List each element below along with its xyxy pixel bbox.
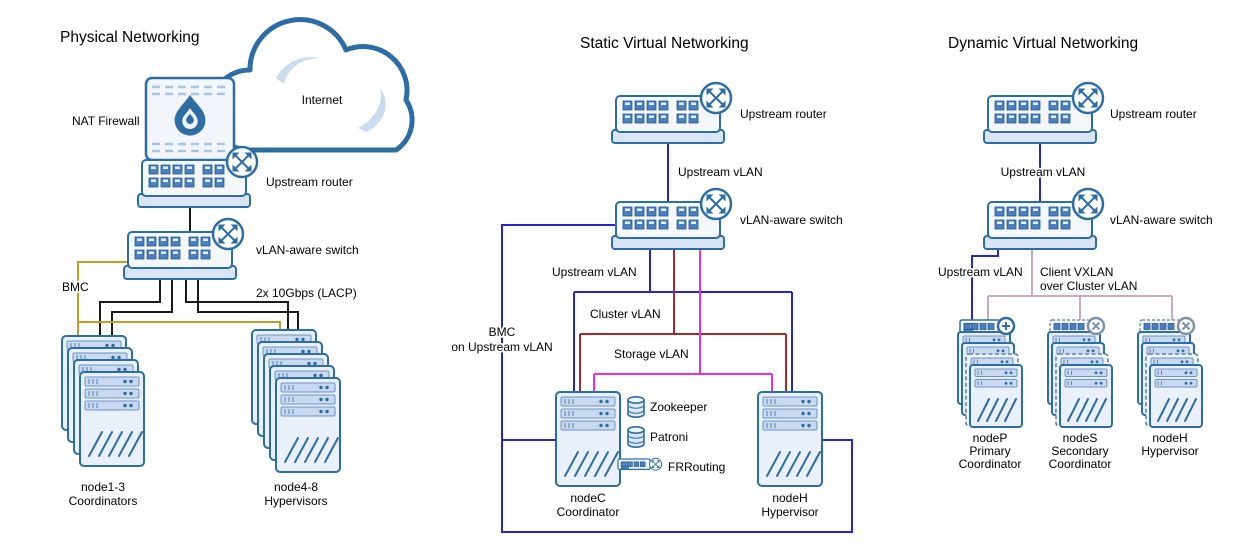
nat-firewall-device bbox=[144, 76, 236, 162]
nodeh-role-label: Hypervisor bbox=[1141, 444, 1198, 458]
nodes-server-stack bbox=[1048, 316, 1112, 427]
nodes-name-label: nodeS bbox=[1063, 431, 1098, 445]
physical-cables bbox=[99, 207, 299, 348]
nodec-name-label: nodeC bbox=[570, 491, 606, 505]
client-vxlan-label-line1: Client VXLAN bbox=[1040, 265, 1113, 279]
upstream-vlan-cable bbox=[573, 249, 793, 392]
virtual-router-active-icon bbox=[996, 316, 1016, 336]
server-unit bbox=[1150, 365, 1202, 427]
bmc-label-line1: BMC bbox=[489, 325, 516, 339]
upstream-vlan-link-label: Upstream vLAN bbox=[1001, 165, 1086, 179]
patroni-label: Patroni bbox=[650, 430, 688, 444]
bmc-label-line2: on Upstream vLAN bbox=[451, 340, 552, 354]
vlan-switch-label: vLAN-aware switch bbox=[740, 213, 843, 227]
nodes-role1-label: Secondary bbox=[1051, 444, 1108, 458]
nodeh-role-label: Hypervisor bbox=[761, 505, 818, 519]
switch-icon bbox=[699, 187, 733, 221]
nat-firewall-label: NAT Firewall bbox=[72, 114, 140, 128]
server-unit bbox=[276, 378, 340, 472]
virtual-router-standby-icon bbox=[1176, 316, 1196, 336]
router-icon bbox=[1071, 81, 1105, 115]
upstream-router-label: Upstream router bbox=[266, 175, 353, 189]
nodec-server bbox=[556, 392, 620, 486]
upstream-vlan-label: Upstream vLAN bbox=[552, 265, 637, 279]
hypervisors-role-label: Hypervisors bbox=[264, 494, 327, 508]
nodep-role1-label: Primary bbox=[969, 444, 1010, 458]
coordinators-role-label: Coordinators bbox=[69, 494, 138, 508]
switch-icon bbox=[1071, 187, 1105, 221]
nodep-name-label: nodeP bbox=[973, 431, 1008, 445]
nodec-role-label: Coordinator bbox=[557, 505, 620, 519]
switch-icon bbox=[211, 217, 245, 251]
nodep-server-stack bbox=[958, 316, 1022, 427]
upstream-router-label: Upstream router bbox=[740, 107, 827, 121]
virtual-router-standby-icon bbox=[1086, 316, 1106, 336]
bmc-upstream-loop bbox=[501, 224, 853, 533]
internet-cloud bbox=[207, 17, 415, 153]
router-icon bbox=[699, 81, 733, 115]
upstream-router-label: Upstream router bbox=[1110, 107, 1197, 121]
hypervisors-name-label: node4-8 bbox=[274, 480, 318, 494]
nodeh-server bbox=[758, 392, 822, 486]
vlan-switch-label: vLAN-aware switch bbox=[256, 243, 359, 257]
cloud-highlight bbox=[276, 56, 320, 84]
cluster-vlan-label: Cluster vLAN bbox=[590, 307, 661, 321]
nodeh-name-label: nodeH bbox=[1152, 431, 1187, 445]
cluster-vlan-cable bbox=[579, 249, 787, 392]
zookeeper-icon bbox=[627, 395, 645, 419]
nodeh-name-label: nodeH bbox=[772, 491, 807, 505]
server-unit bbox=[80, 372, 144, 466]
server-unit bbox=[970, 365, 1022, 427]
patroni-icon bbox=[627, 425, 645, 449]
vlan-switch-label: vLAN-aware switch bbox=[1110, 213, 1213, 227]
client-vxlan-cable bbox=[987, 249, 1173, 320]
frrouting-icon bbox=[618, 457, 663, 471]
panel-title-dynamic: Dynamic Virtual Networking bbox=[948, 35, 1138, 52]
client-vxlan-label-line2: over Cluster vLAN bbox=[1040, 279, 1137, 293]
bmc-label: BMC bbox=[62, 280, 89, 294]
dynamic-virtual-networking-panel: Dynamic Virtual Networking Upstream rout… bbox=[936, 33, 1214, 473]
zookeeper-label: Zookeeper bbox=[650, 400, 707, 414]
nodep-role2-label: Coordinator bbox=[959, 457, 1022, 471]
upstream-vlan-link-label: Upstream vLAN bbox=[678, 165, 763, 179]
upstream-vlan-cable bbox=[971, 249, 999, 320]
hypervisors-server-stack bbox=[252, 330, 340, 472]
lacp-label: 2x 10Gbps (LACP) bbox=[256, 286, 357, 300]
upstream-vlan-label: Upstream vLAN bbox=[938, 265, 1023, 279]
nodes-role2-label: Coordinator bbox=[1049, 457, 1112, 471]
bmc-cable bbox=[77, 261, 281, 360]
server-unit bbox=[1060, 365, 1112, 427]
coordinators-name-label: node1-3 bbox=[81, 480, 125, 494]
physical-networking-panel: Physical Networking Internet NAT Firewal… bbox=[58, 17, 415, 510]
static-virtual-networking-panel: Static Virtual Networking Upstream route… bbox=[450, 33, 853, 533]
panel-title-static: Static Virtual Networking bbox=[580, 35, 749, 52]
router-icon bbox=[225, 145, 259, 179]
storage-vlan-cable bbox=[593, 249, 773, 392]
coordinators-server-stack bbox=[62, 336, 144, 466]
panel-title-physical: Physical Networking bbox=[60, 29, 200, 46]
internet-label: Internet bbox=[302, 93, 343, 107]
cloud-highlight bbox=[358, 88, 386, 132]
nodeh-server-stack bbox=[1138, 316, 1202, 427]
storage-vlan-label: Storage vLAN bbox=[614, 347, 689, 361]
frrouting-label: FRRouting bbox=[668, 460, 725, 474]
